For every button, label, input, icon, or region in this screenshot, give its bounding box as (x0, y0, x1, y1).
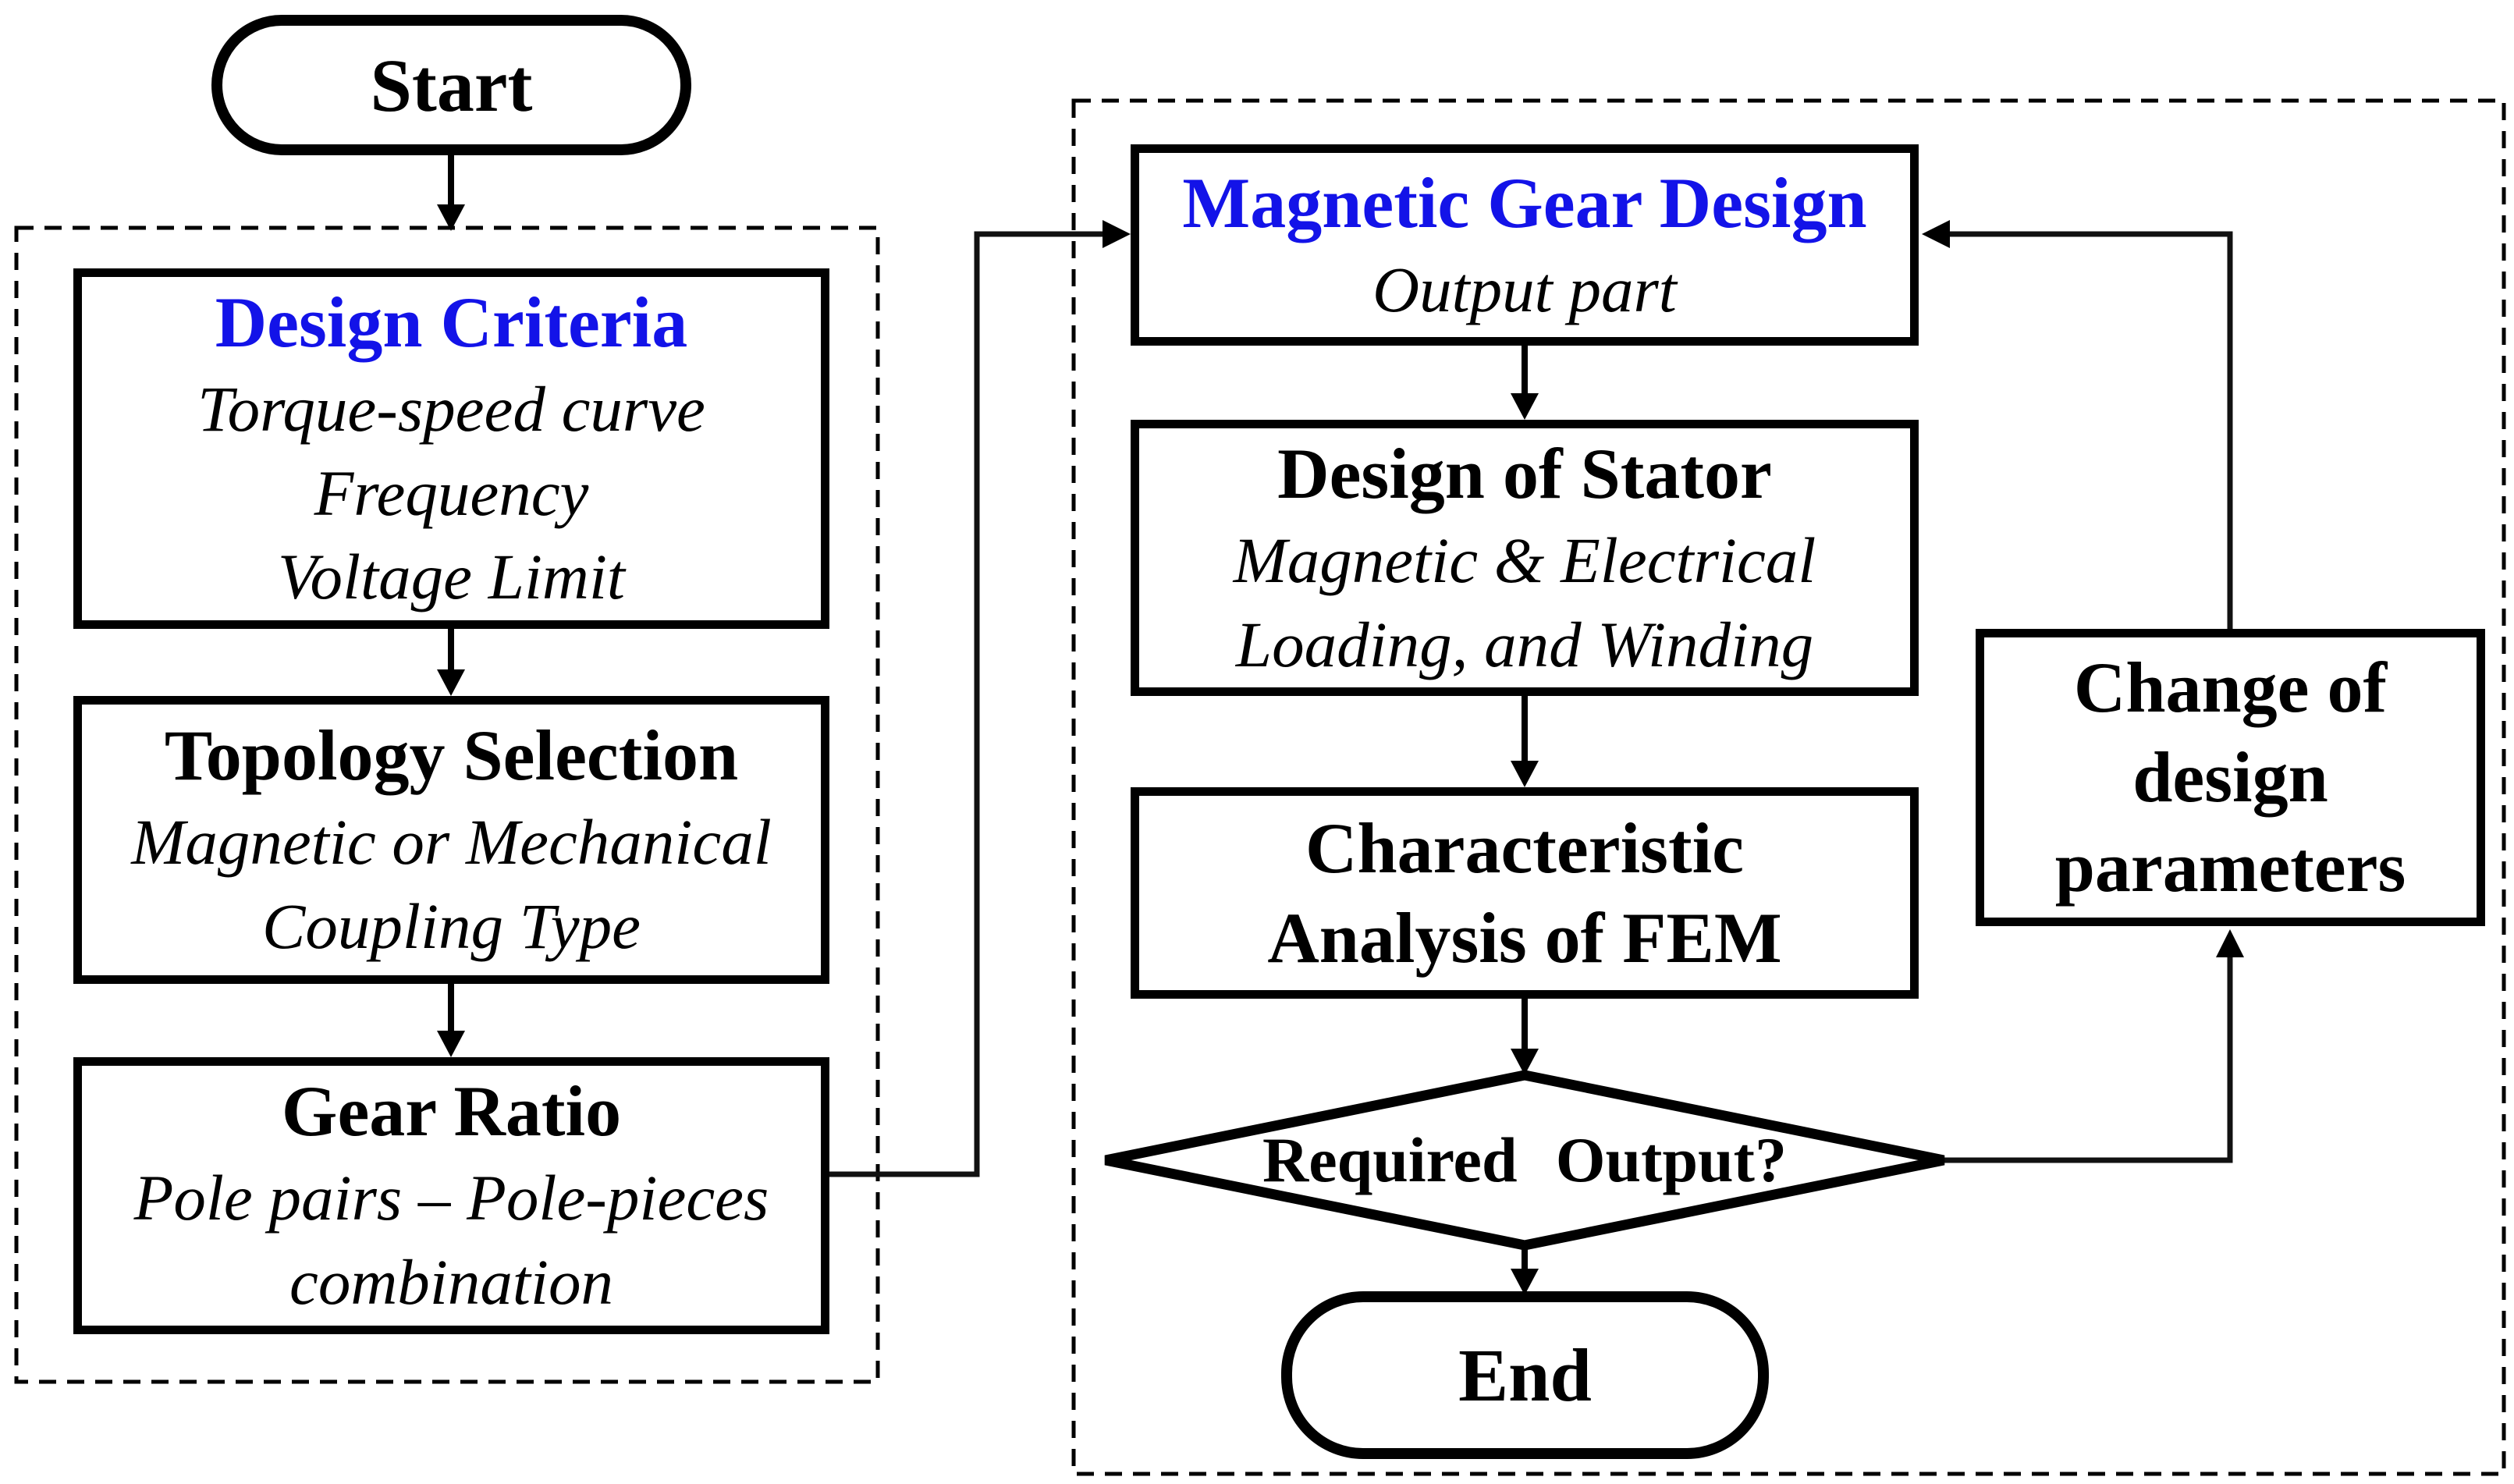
node-gear-ratio: Gear Ratio Pole pairs – Pole-pieces comb… (73, 1057, 829, 1334)
characteristic-analysis-line: Characteristic (1305, 808, 1744, 888)
node-topology-selection: Topology Selection Magnetic or Mechanica… (73, 696, 829, 984)
magnetic-gear-design-line: Output part (1372, 253, 1677, 325)
right-dashed-container (1071, 98, 2506, 1476)
connector-decision-to-change (1944, 957, 2233, 1163)
magnetic-gear-design-title: Magnetic Gear Design (1182, 162, 1867, 243)
connector-gear-to-magnetic (829, 231, 1103, 1177)
arrowhead-stator-to-characteristic (1511, 761, 1539, 787)
gear-ratio-line: Pole pairs – Pole-pieces (133, 1162, 769, 1234)
arrowhead-change-to-magnetic (1922, 220, 1950, 248)
arrowhead-decision-to-change (2216, 929, 2244, 957)
node-magnetic-gear-design: Magnetic Gear Design Output part (1131, 144, 1919, 346)
change-of-parameters-line: parameters (2054, 827, 2406, 907)
design-criteria-line: Voltage Limit (278, 541, 625, 613)
node-change-of-parameters: Change of design parameters (1976, 629, 2485, 926)
arrowhead-topology-to-gear (437, 1031, 465, 1057)
node-design-criteria: Design Criteria Torque-speed curve Frequ… (73, 268, 829, 629)
node-design-of-stator: Design of Stator Magnetic & Electrical L… (1131, 420, 1919, 696)
change-of-parameters-line: Change of (2073, 648, 2388, 727)
arrowhead-criteria-to-topology (437, 669, 465, 696)
end-label: End (1458, 1333, 1592, 1417)
characteristic-analysis-line: Analysis of FEM (1267, 897, 1782, 978)
gear-ratio-line: combination (289, 1246, 613, 1318)
change-of-parameters-line: design (2132, 737, 2328, 817)
design-criteria-line: Torque-speed curve (197, 372, 705, 445)
arrowhead-characteristic-to-decision (1511, 1049, 1539, 1075)
connector-change-to-magnetic (1950, 231, 2233, 629)
topology-selection-title: Topology Selection (164, 715, 739, 796)
arrowhead-magnetic-to-stator (1511, 393, 1539, 420)
arrowhead-gear-to-magnetic (1103, 220, 1131, 248)
gear-ratio-title: Gear Ratio (281, 1071, 622, 1152)
decision-label: Required Output? (1262, 1124, 1787, 1195)
design-of-stator-line: Magnetic & Electrical (1233, 524, 1816, 596)
design-criteria-line: Frequency (314, 456, 589, 529)
start-label: Start (370, 43, 533, 127)
design-of-stator-title: Design of Stator (1277, 433, 1772, 513)
arrowhead-decision-to-end (1511, 1269, 1539, 1295)
node-characteristic-analysis: Characteristic Analysis of FEM (1131, 787, 1919, 999)
topology-selection-line: Coupling Type (262, 890, 641, 962)
left-dashed-container (14, 225, 880, 1384)
topology-selection-line: Magnetic or Mechanical (131, 806, 772, 879)
node-end: End (1281, 1291, 1769, 1459)
decision-diamond (1104, 1070, 1945, 1251)
design-criteria-title: Design Criteria (215, 282, 688, 362)
node-start: Start (211, 15, 691, 155)
arrowhead-start-to-criteria (437, 204, 465, 231)
design-of-stator-line: Loading, and Winding (1235, 608, 1814, 680)
